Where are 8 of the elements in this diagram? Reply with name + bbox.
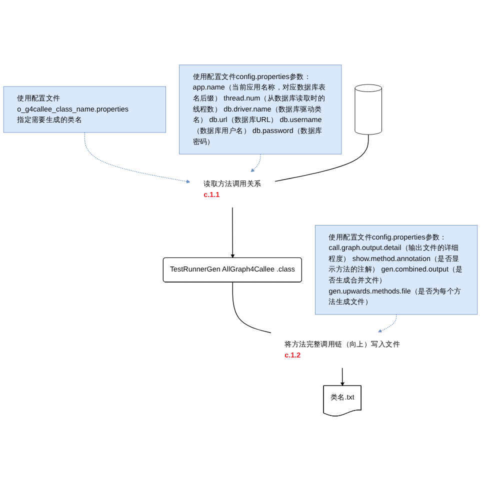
arrow <box>230 206 235 258</box>
arrow <box>250 154 261 172</box>
connector <box>232 282 272 334</box>
arrow <box>340 367 344 386</box>
arrow <box>378 314 397 333</box>
arrow <box>84 132 190 184</box>
node-cylinder <box>354 84 382 135</box>
connector <box>274 134 369 182</box>
